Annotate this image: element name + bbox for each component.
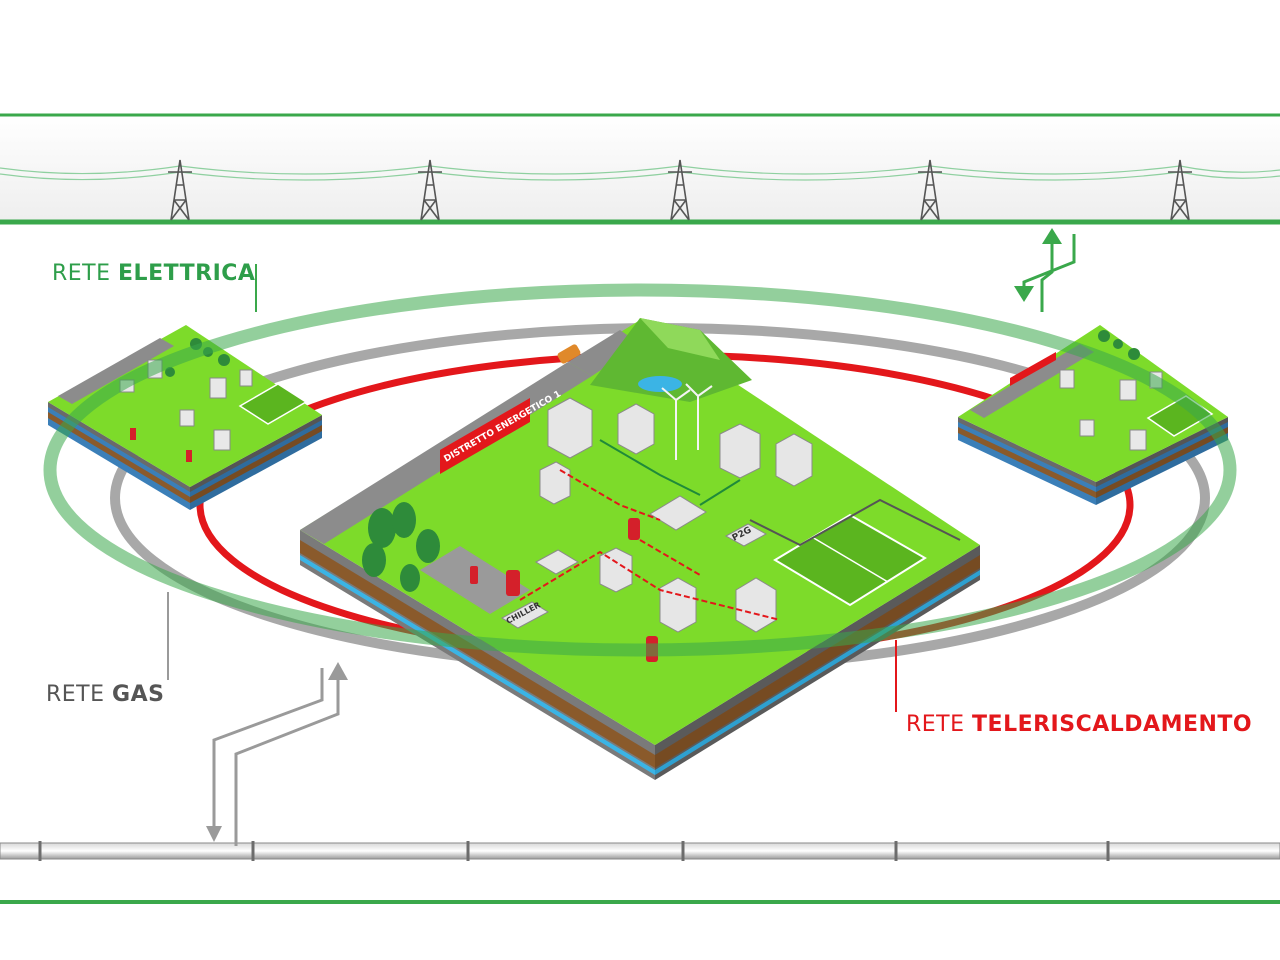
rete-elettrica-name: ELETTRICA [118,261,256,286]
pylon-icon [1168,159,1192,221]
pylon-icon [918,159,942,221]
rete-gas-name: GAS [112,682,165,707]
rete-gas-label: RETE GAS [46,682,164,707]
gas-exchange-arrows [206,662,348,846]
rete-gas-prefix: RETE [46,682,105,707]
main-district-block: DISTRETTO ENERGETICO 1 P2G CHILLER [300,318,980,780]
power-line-band [0,113,1280,225]
pylon-row [168,159,1192,221]
p2g-unit: P2G [724,523,768,547]
pylon-icon [168,159,192,221]
gas-pipeline-band [0,841,1280,904]
rete-teleriscaldamento-prefix: RETE [906,712,965,737]
rete-elettrica-label: RETE ELETTRICA [52,261,255,286]
pylon-icon [418,159,442,221]
electric-ring [43,283,1237,657]
rete-elettrica-prefix: RETE [52,261,111,286]
left-district-block [48,325,322,510]
rete-teleriscaldamento-name: TELERISCALDAMENTO [972,712,1253,737]
power-exchange-arrows [1014,228,1076,312]
pylon-icon [668,159,692,221]
rete-teleriscaldamento-label: RETE TELERISCALDAMENTO [906,712,1252,737]
